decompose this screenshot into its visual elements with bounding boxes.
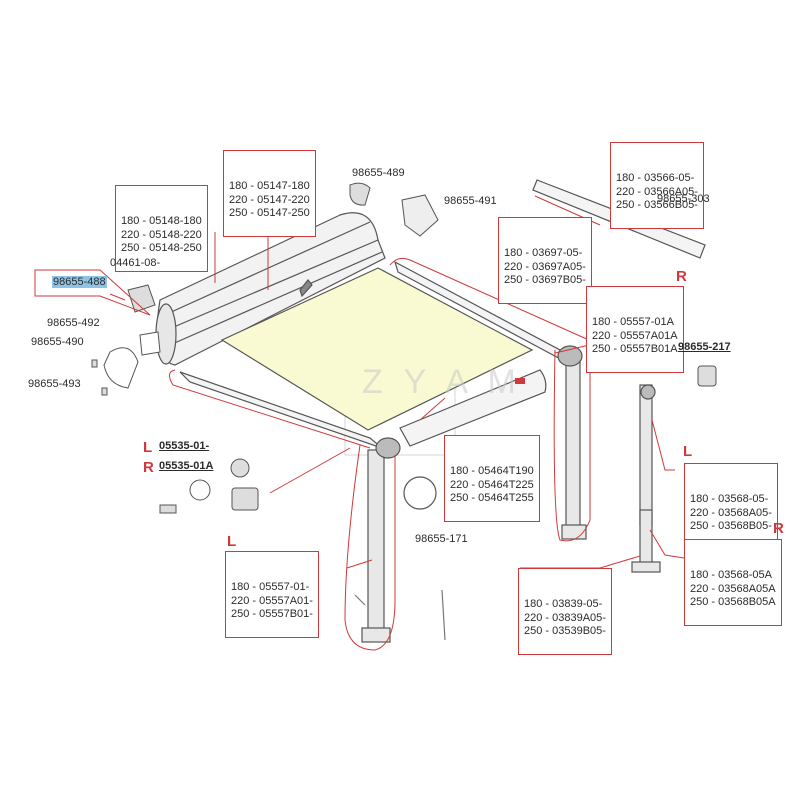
label-04461: 04461-08- [110,257,161,269]
label-05557-l: 180 - 05557-01-220 - 05557A01-250 - 0555… [225,551,319,638]
cassette-drawing [155,212,386,366]
label-98655-217: 98655-217 [678,341,731,353]
label-05535-r: 05535-01A [159,460,214,472]
watermark-text: Z Y A M [362,363,522,401]
label-98655-492: 98655-492 [47,317,100,329]
label-98655-490: 98655-490 [31,336,84,348]
label-98655-171: 98655-171 [415,533,468,545]
label-98655-491: 98655-491 [444,195,497,207]
side-l-05557: L [227,533,237,550]
label-03697: 180 - 03697-05-220 - 03697A05-250 - 0369… [498,217,592,304]
support-legs-drawing [631,384,661,573]
left-leg-drawing [354,437,446,643]
label-03566: 180 - 03566-05-220 - 03566A05-250 - 0356… [610,142,704,229]
right-leg-drawing [557,345,587,540]
label-05535-l: 05535-01- [159,440,210,452]
label-98655-303: 98655-303 [657,193,710,205]
awning-fabric [220,267,534,431]
small-parts-drawing [91,182,717,514]
front-bar-drawing [179,369,547,449]
side-r-03568: R [773,520,784,537]
side-l-03568: L [683,443,693,460]
side-l-05535: L [143,439,153,456]
highlighted-part-number[interactable]: 98655-488 [52,276,107,288]
label-98655-493: 98655-493 [28,378,81,390]
side-r-05535: R [143,459,154,476]
label-98655-488[interactable]: 98655-488 [52,276,107,288]
label-03839: 180 - 03839-05-220 - 03839A05-250 - 0353… [518,568,612,655]
label-98655-489: 98655-489 [352,167,405,179]
label-03568-l: 180 - 03568-05-220 - 03568A05-250 - 0356… [684,463,778,550]
side-r-top: R [676,268,687,285]
